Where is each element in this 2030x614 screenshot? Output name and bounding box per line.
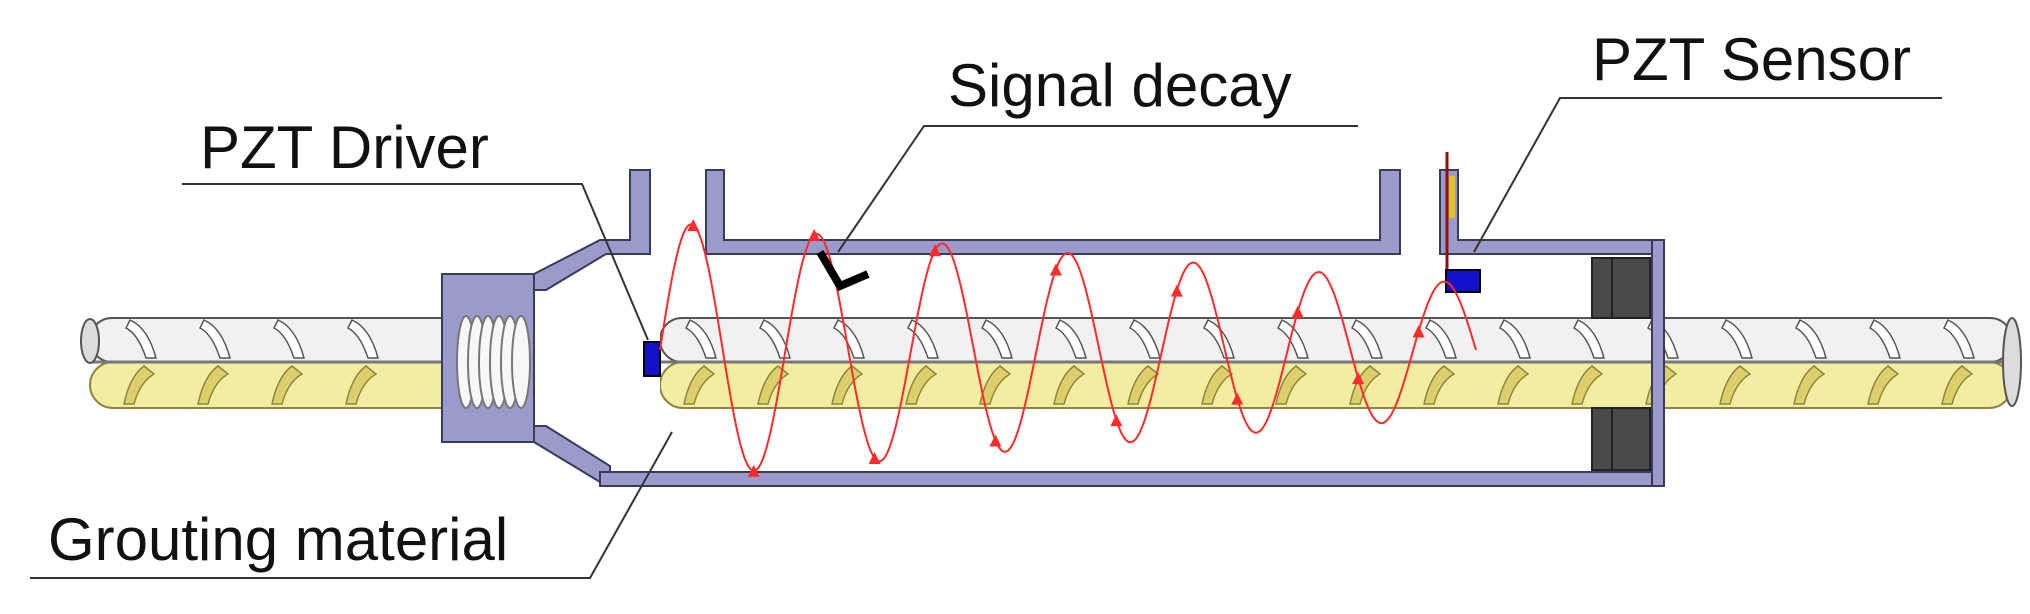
rebar-rib (1127, 365, 1160, 405)
rebar-rib (1719, 365, 1752, 405)
rebar-rib (346, 319, 379, 359)
rebar-rib (1720, 319, 1753, 359)
rebar-rib (1868, 319, 1901, 359)
rebar-rib (980, 319, 1013, 359)
pzt-sensor-leader (1473, 97, 1942, 253)
rebar-rib (684, 319, 717, 359)
left-rebar-ribs (123, 319, 379, 405)
rebar-rib (1794, 319, 1827, 359)
rebar-rib (905, 365, 938, 405)
rebar-rib (1572, 319, 1605, 359)
pzt-sensor-patch (1445, 269, 1481, 293)
rebar-rib (979, 365, 1012, 405)
pzt-driver-patch (643, 341, 661, 377)
wave-arrow (1231, 392, 1244, 405)
wave-arrow (868, 452, 881, 465)
rebar-rib (832, 319, 865, 359)
rebar-rib (1942, 319, 1975, 359)
rebar-rib (123, 365, 156, 405)
rebar-rib (1201, 365, 1234, 405)
rebar-rib (1128, 319, 1161, 359)
rebar-rib (1498, 319, 1531, 359)
rebar-rib (1571, 365, 1604, 405)
leader-lines (30, 97, 1942, 579)
rebar-rib (198, 319, 231, 359)
sleeve-bottom-wall (599, 471, 1665, 487)
rebar-rib (831, 365, 864, 405)
grouting-material-leader (30, 431, 673, 579)
sleeve-lower-cone (533, 425, 611, 483)
sleeve-outlet-wall (1439, 169, 1665, 255)
rebar-rib (1423, 365, 1456, 405)
rebar-rib (1941, 365, 1974, 405)
rebar-rib (345, 365, 378, 405)
wave-arrow (989, 434, 1002, 447)
signal-decay-label: Signal decay (948, 52, 1292, 119)
rebar-rib (758, 319, 791, 359)
sleeve-right-plate (1651, 239, 1665, 487)
left-rebar (80, 317, 470, 409)
rebar-rib (272, 319, 305, 359)
rebar-rib (124, 319, 157, 359)
rebar-rib (1349, 365, 1382, 405)
rebar-rib (271, 365, 304, 405)
rebar-rib (1054, 319, 1087, 359)
pzt-sensor-label: PZT Sensor (1592, 26, 1911, 93)
rebar-rib (1275, 365, 1308, 405)
wave-arrow (808, 228, 821, 241)
rebar-rib (1424, 319, 1457, 359)
wave-arrow (1352, 372, 1365, 385)
thread-coils (456, 315, 531, 409)
wave-arrow (1412, 325, 1425, 338)
thread-coil (511, 315, 531, 409)
rebar-rib (1350, 319, 1383, 359)
grouting-material-label: Grouting material (48, 506, 508, 573)
wave-arrow (1170, 284, 1183, 297)
wave-arrows (687, 219, 1425, 477)
sleeve-seal (1591, 257, 1651, 471)
pzt-driver-leader (182, 183, 649, 341)
signal-decay-leader (837, 125, 1358, 253)
wave-arrow (1110, 414, 1123, 427)
wave-arrow (929, 244, 942, 257)
pzt-sensor (1445, 152, 1481, 293)
rebar-rib (683, 365, 716, 405)
sensor-wire-yellow (1449, 176, 1455, 218)
pzt-driver-label: PZT Driver (200, 114, 489, 181)
wave-arrow (1049, 263, 1062, 276)
rebar-rib (1053, 365, 1086, 405)
decay-symbol (816, 249, 870, 292)
right-rebar (660, 317, 2022, 409)
wave-arrow (747, 464, 760, 477)
sleeve-upper-cone (533, 169, 651, 291)
wave-arrow (1291, 305, 1304, 318)
guided-wave (659, 223, 1477, 472)
rebar-rib (1867, 365, 1900, 405)
rebar-rib (1793, 365, 1826, 405)
rebar-rib (197, 365, 230, 405)
wave-arrow (687, 219, 700, 232)
rebar-rib (1497, 365, 1530, 405)
